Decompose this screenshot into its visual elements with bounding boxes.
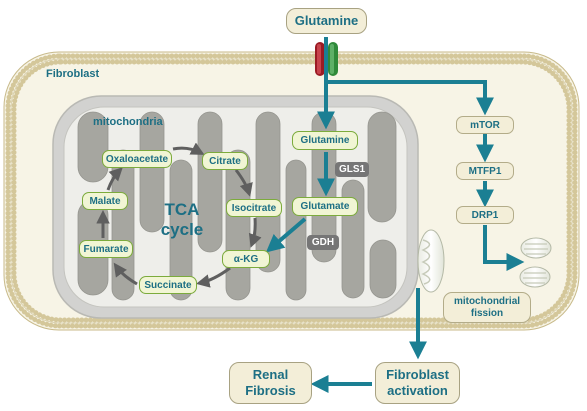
arrow-succinate-to-fumarate	[113, 262, 138, 286]
node-fibroblast-activation: Fibroblast activation	[375, 362, 460, 404]
node-drp1: DRP1	[456, 206, 514, 224]
fibroblast-label: Fibroblast	[46, 68, 100, 80]
arrow-citrate-to-isocitrate	[234, 169, 253, 197]
node-glutamate: Glutamate	[292, 197, 358, 216]
arrow-transporter-to-mtor	[326, 80, 494, 116]
mitochondrion-small-icon-1	[520, 237, 552, 259]
mitochondria-label: mitochondria	[93, 116, 163, 128]
arrow-glutamate-to-akg	[265, 217, 307, 253]
signal-arrows	[265, 37, 525, 393]
mitochondria-icons	[417, 229, 552, 293]
glutamine-transporter	[315, 42, 338, 76]
arrow-malate-to-oxaloacetate	[106, 167, 123, 191]
node-glutamine-extracellular: Glutamine	[286, 8, 367, 34]
node-isocitrate: Isocitrate	[226, 199, 282, 217]
tca-cycle-label: TCA cycle	[160, 200, 204, 239]
tca-cycle-arrows	[96, 142, 262, 288]
arrow-akg-to-succinate	[196, 266, 231, 288]
node-malate: Malate	[82, 192, 128, 210]
node-glutamine-mito: Glutamine	[292, 131, 358, 150]
arrow-isocitrate-to-akg	[248, 217, 262, 248]
arrow-drp1-to-fission	[483, 225, 525, 271]
node-mtfp1: MTFP1	[456, 162, 514, 180]
node-akg: α-KG	[222, 250, 270, 268]
node-oxaloacetate: Oxaloacetate	[102, 150, 172, 168]
node-mitochondrial-fission: mitochondrial fission	[443, 292, 531, 323]
node-citrate: Citrate	[202, 152, 248, 170]
enzyme-gdh: GDH	[307, 235, 339, 250]
node-mtor: mTOR	[456, 116, 514, 134]
node-renal-fibrosis: Renal Fibrosis	[229, 362, 312, 404]
arrow-oxaloacetate-to-citrate	[172, 142, 205, 155]
enzyme-gls1: GLS1	[335, 162, 369, 177]
node-succinate: Succinate	[139, 276, 197, 294]
node-fumarate: Fumarate	[79, 240, 133, 258]
mitochondrion-small-icon-2	[519, 266, 551, 288]
mitochondrion-large-icon	[417, 229, 445, 293]
